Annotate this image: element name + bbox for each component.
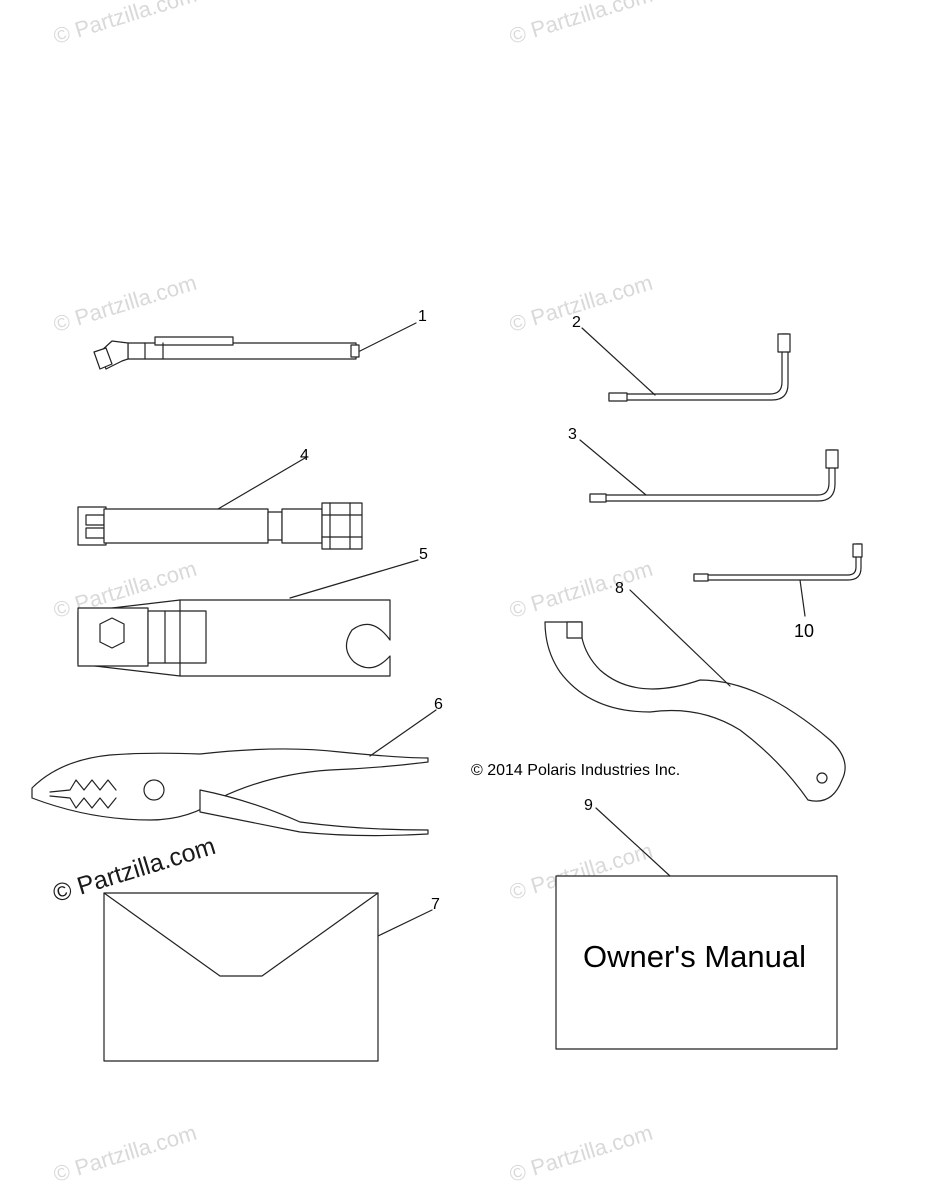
leader-line xyxy=(581,327,656,396)
leader-line xyxy=(595,807,671,877)
part-4-socket-tube xyxy=(77,457,363,550)
leader-line xyxy=(369,709,437,757)
leader-line xyxy=(217,457,306,510)
leader-line xyxy=(289,559,419,599)
callout-10: 10 xyxy=(794,621,815,641)
part-7-envelope xyxy=(103,892,433,1062)
part-3-torx-wrench xyxy=(579,439,839,503)
callout-3: 3 xyxy=(568,426,577,443)
callout-1: 1 xyxy=(418,308,427,325)
part-8-spanner-wrench xyxy=(544,589,846,802)
part-5-wrench-plate xyxy=(77,559,419,677)
callout-4: 4 xyxy=(300,447,309,464)
part-9-owners-manual xyxy=(555,807,838,1050)
part-6-pliers xyxy=(31,709,437,837)
callout-2: 2 xyxy=(572,314,581,331)
leader-line xyxy=(629,589,731,687)
part-10-torx-wrench xyxy=(693,543,863,617)
callout-9: 9 xyxy=(584,797,593,814)
leader-line xyxy=(799,579,806,617)
manual-title: Owner's Manual xyxy=(583,939,807,974)
callout-7: 7 xyxy=(431,896,440,913)
callout-5: 5 xyxy=(419,546,428,563)
part-1-gauge xyxy=(93,322,417,370)
leader-line xyxy=(579,439,647,496)
copyright-text: © 2014 Polaris Industries Inc. xyxy=(471,762,681,779)
callout-6: 6 xyxy=(434,696,443,713)
part-2-torx-wrench xyxy=(581,327,791,402)
leader-line xyxy=(377,909,433,937)
leader-line xyxy=(359,322,417,352)
callout-8: 8 xyxy=(615,580,624,597)
